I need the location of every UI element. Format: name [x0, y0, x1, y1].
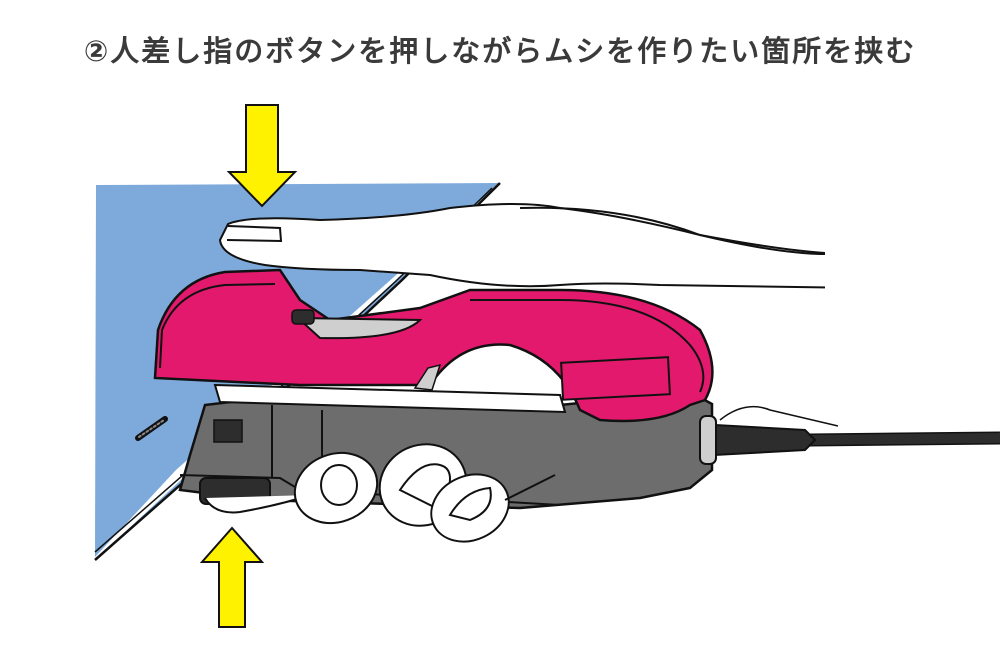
blade	[295, 316, 423, 340]
cord-plug	[714, 423, 817, 457]
cord-nut	[699, 415, 717, 465]
fabric-sheet	[95, 183, 500, 557]
press-down-arrow	[226, 104, 298, 208]
blade-screw	[291, 309, 315, 325]
cable-guide	[719, 405, 839, 427]
slider-plate	[213, 383, 567, 414]
hand-top-mask	[825, 240, 1000, 300]
stitch-marks	[135, 416, 168, 441]
lower-fingers	[204, 443, 556, 543]
blade-lower	[413, 363, 442, 391]
fingernail	[226, 225, 283, 243]
hand-top-line	[519, 206, 826, 255]
tool-slot	[213, 419, 243, 443]
tool-top-edge-2	[470, 299, 705, 393]
tool-label-plate	[560, 356, 671, 401]
press-up-arrow	[199, 526, 265, 628]
index-finger	[218, 203, 1000, 292]
instruction-title: ②人差し指のボタンを押しながらムシを作りたい箇所を挟む	[83, 34, 917, 68]
tool-top-edge	[159, 283, 276, 369]
